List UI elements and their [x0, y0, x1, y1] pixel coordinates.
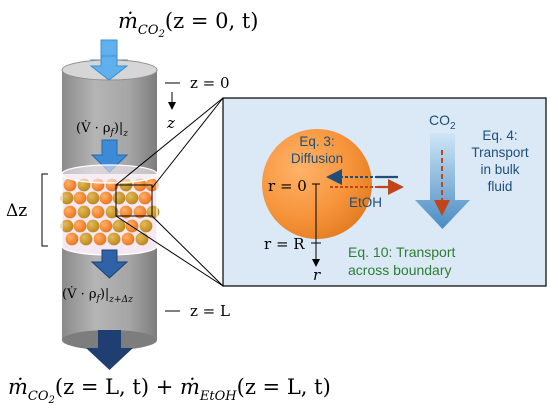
packed-particle	[105, 205, 119, 219]
z0-label: z = 0	[190, 74, 230, 92]
inlet-label: ṁCO2(z = 0, t)	[118, 9, 258, 40]
eq4-line3: in bulk	[480, 162, 519, 177]
packed-particle	[73, 219, 87, 233]
packed-particle	[107, 232, 121, 246]
eq10-line2: across boundary	[348, 262, 452, 278]
eq4-line4: fluid	[488, 179, 513, 194]
packed-particle	[138, 191, 152, 205]
packed-particle	[77, 205, 91, 219]
packed-particle	[99, 219, 113, 233]
eq3-line2: Diffusion	[291, 151, 343, 166]
r-axis-label: r	[313, 266, 321, 284]
packed-particle	[73, 191, 87, 205]
packed-particle	[93, 232, 107, 246]
co2-bulk-arrow	[415, 133, 470, 229]
packed-particle	[63, 178, 77, 192]
outlet-arrow	[86, 330, 133, 370]
packed-slice	[60, 164, 160, 256]
r0-label: r = 0	[268, 177, 307, 195]
zoom-lines	[115, 97, 224, 287]
packed-particle	[60, 191, 74, 205]
z-axis-label: z	[166, 114, 175, 132]
packed-particle	[133, 205, 147, 219]
zL-label: z = L	[190, 302, 230, 320]
eq4-line2: Transport	[471, 145, 529, 160]
etoh-label: EtOH	[349, 195, 382, 210]
packed-particle	[63, 205, 77, 219]
packed-particle	[91, 205, 105, 219]
eq10-line1: Eq. 10: Transport	[348, 244, 456, 260]
packed-particle	[60, 219, 74, 233]
dz-bracket	[41, 173, 48, 247]
packed-particle	[125, 191, 139, 205]
packed-particle	[112, 191, 126, 205]
rR-label: r = R	[264, 235, 305, 253]
slice-outflow-arrow	[90, 249, 129, 279]
flux-top-label: (V̇ · ρf)|z	[76, 120, 128, 139]
packed-particle	[112, 219, 126, 233]
packed-particle	[119, 205, 133, 219]
outlet-label: ṁCO2(z = L, t) + ṁEtOH(z = L, t)	[8, 375, 331, 405]
packed-particle	[121, 232, 135, 246]
dz-label: Δz	[6, 201, 27, 221]
eq3-line1: Eq. 3:	[299, 134, 334, 149]
packed-particle	[139, 219, 153, 233]
packed-particle	[86, 219, 100, 233]
packed-particle	[86, 191, 100, 205]
packed-particle	[65, 232, 79, 246]
packed-particle	[135, 232, 149, 246]
flux-bottom-label: (V̇ · ρf)|z+Δz	[62, 286, 133, 305]
inflow-arrow-tip	[89, 55, 129, 81]
packed-particle	[146, 205, 160, 219]
slice-inflow-arrow	[90, 139, 129, 173]
eq4-line1: Eq. 4:	[482, 128, 517, 143]
packed-particle	[99, 191, 113, 205]
co2-bulk-label: CO2	[429, 112, 456, 132]
packed-particle	[79, 232, 93, 246]
